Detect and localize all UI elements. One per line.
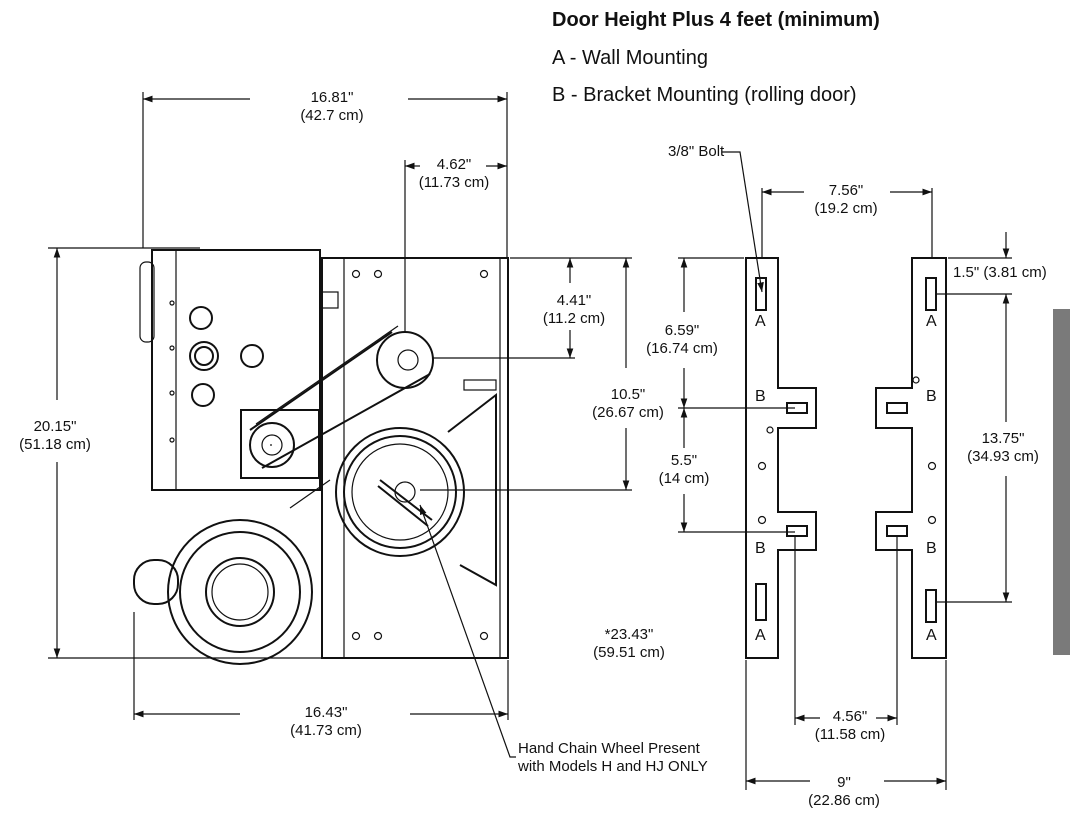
operator-housing — [133, 249, 509, 665]
dim-bracket-spacing: 7.56"(19.2 cm) — [814, 182, 878, 217]
bracket-dimension-lines — [678, 151, 1012, 790]
dim-shaft-top: 4.41"(11.2 cm) — [542, 292, 606, 327]
marker-b: B — [926, 388, 937, 405]
dim-shaft-offset: 4.62"(11.73 cm) — [418, 156, 490, 191]
mounting-brackets — [745, 257, 947, 659]
dim-a-to-b-top: 6.59"(16.74 cm) — [646, 322, 718, 357]
dim-bolt-label: 3/8" Bolt — [668, 143, 725, 160]
dim-slot-top: 1.5" (3.81 cm) — [953, 264, 1047, 281]
marker-a: A — [755, 313, 766, 330]
marker-a: A — [755, 627, 766, 644]
operator-dimension-lines — [48, 92, 632, 758]
legend-title: Door Height Plus 4 feet (minimum) — [552, 9, 880, 31]
marker-a: A — [926, 627, 937, 644]
dim-base-width: 16.43"(41.73 cm) — [290, 704, 362, 739]
marker-b: B — [926, 540, 937, 557]
dim-bracket-width: 9"(22.86 cm) — [808, 774, 880, 809]
dim-sprocket-span: 10.5"(26.67 cm) — [592, 386, 664, 421]
dim-overall-width: 16.81"(42.7 cm) — [300, 89, 364, 124]
dim-b-to-b: 5.5"(14 cm) — [658, 452, 710, 487]
marker-b: B — [755, 388, 766, 405]
marker-b: B — [755, 540, 766, 557]
page-edge-tab — [1053, 309, 1070, 655]
dim-side-depth: *23.43"(59.51 cm) — [593, 626, 665, 661]
marker-a: A — [926, 313, 937, 330]
dim-slot-offset: 4.56"(11.58 cm) — [814, 708, 886, 743]
dim-slot-span: 13.75"(34.93 cm) — [967, 430, 1039, 465]
dim-overall-height: 20.15"(51.18 cm) — [19, 418, 91, 453]
legend-bracket-mounting: B - Bracket Mounting (rolling door) — [552, 84, 857, 106]
legend-wall-mounting: A - Wall Mounting — [552, 47, 708, 69]
